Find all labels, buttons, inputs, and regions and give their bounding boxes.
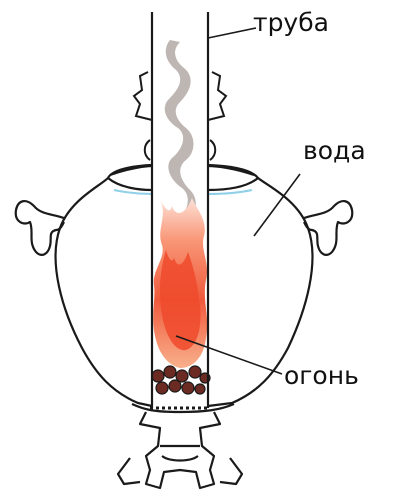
water-surface	[114, 190, 252, 194]
coals	[152, 366, 210, 394]
label-fire: огонь	[284, 363, 359, 388]
label-pipe: труба	[253, 10, 329, 35]
leader-pipe	[208, 28, 256, 38]
label-water: вода	[303, 138, 366, 163]
smoke	[165, 40, 196, 226]
samovar-stand	[118, 412, 242, 488]
